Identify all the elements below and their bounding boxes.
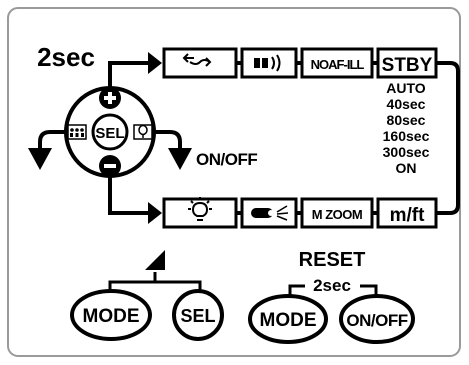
top-box-swap: [162, 47, 238, 79]
sel-center-label: SEL: [95, 125, 124, 142]
noaf-ill-label: NOAF-ILL: [311, 57, 365, 72]
arrowheads: [28, 52, 192, 224]
bottom-box-backlight: [162, 197, 238, 229]
dial-hold-label: 2sec: [37, 42, 95, 72]
sel-center-button[interactable]: SEL: [91, 113, 129, 151]
top-box-stby: STBY: [376, 47, 438, 79]
onoff-button[interactable]: ON/OFF: [339, 294, 415, 344]
sound-beep-icon: [254, 54, 281, 72]
contrast-wedge-icon: [145, 250, 165, 270]
shortcut-combo: MODE SEL: [70, 250, 224, 341]
reset-title: RESET: [299, 249, 366, 271]
bottom-row: M ZOOM m/ft: [162, 197, 438, 229]
stby-options: AUTO 40sec 80sec 160sec 300sec ON: [383, 80, 430, 176]
stby-option-40: 40sec: [387, 96, 426, 112]
tree-icon[interactable]: [133, 124, 153, 140]
onoff-button-label: ON/OFF: [346, 311, 407, 330]
face-detect-icon[interactable]: [67, 124, 87, 140]
onoff-label: ON/OFF: [196, 150, 257, 169]
reset-hold-label: 2sec: [313, 276, 351, 295]
swap-arrows-icon: [182, 53, 212, 67]
stby-option-auto: AUTO: [386, 80, 426, 96]
backlight-sun-icon: [188, 197, 212, 221]
line-right-loop: [436, 61, 460, 215]
minus-icon[interactable]: [99, 155, 121, 177]
m-zoom-label: M ZOOM: [312, 207, 362, 222]
stby-label: STBY: [382, 55, 433, 76]
arrow-onoff-down: [168, 148, 192, 170]
control-dial[interactable]: SEL: [64, 86, 156, 178]
stby-option-160: 160sec: [383, 128, 430, 144]
arrow-left-down: [28, 148, 52, 170]
stby-option-on: ON: [396, 160, 417, 176]
mode-button-1-label: MODE: [83, 306, 140, 327]
mode-button-2[interactable]: MODE: [248, 294, 328, 344]
mode-button-1[interactable]: MODE: [70, 289, 152, 341]
arrow-top: [148, 52, 162, 74]
top-box-sound: [240, 47, 298, 79]
stby-option-300: 300sec: [383, 144, 430, 160]
arrow-bottom: [148, 202, 162, 224]
bottom-box-m-ft: m/ft: [376, 197, 438, 229]
top-row: NOAF-ILL STBY: [162, 47, 438, 79]
sel-button-label: SEL: [180, 306, 215, 326]
mode-button-2-label: MODE: [260, 310, 317, 331]
bottom-box-m-zoom: M ZOOM: [300, 197, 374, 229]
bottom-box-laser: [240, 197, 298, 229]
stby-option-80: 80sec: [387, 112, 426, 128]
line-onoff-loop: [154, 130, 182, 152]
m-ft-label: m/ft: [390, 205, 426, 226]
plus-icon[interactable]: [99, 87, 121, 109]
reset-combo: RESET 2sec MODE ON/OFF: [248, 249, 415, 344]
sel-button[interactable]: SEL: [172, 289, 224, 341]
line-left-loop: [38, 130, 66, 152]
top-box-noaf-ill: NOAF-ILL: [300, 47, 374, 79]
laser-icon: [251, 205, 289, 221]
line-dial-to-bottom-row: [108, 168, 150, 215]
